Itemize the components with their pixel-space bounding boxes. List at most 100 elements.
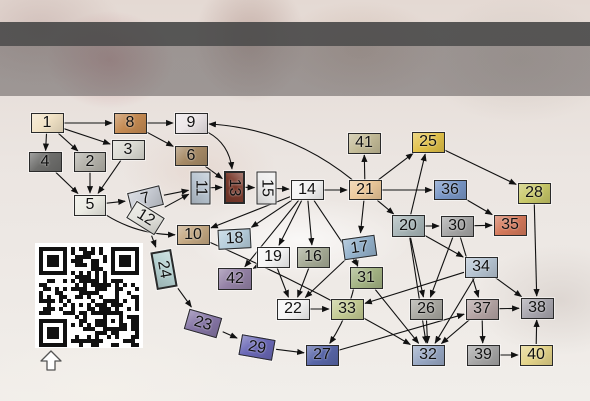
node-16[interactable]: 16 xyxy=(296,246,330,268)
edge-23-29 xyxy=(222,331,238,339)
node-20[interactable]: 20 xyxy=(391,215,425,237)
edge-12-11 xyxy=(164,193,190,208)
node-label: 19 xyxy=(264,248,282,265)
node-37[interactable]: 37 xyxy=(465,298,499,320)
node-label: 13 xyxy=(226,178,243,196)
node-2[interactable]: 2 xyxy=(74,152,106,172)
node-27[interactable]: 27 xyxy=(305,344,339,366)
node-label: 18 xyxy=(224,229,244,248)
edge-14-16 xyxy=(307,200,315,246)
node-label: 12 xyxy=(133,205,158,230)
node-21[interactable]: 21 xyxy=(348,180,382,200)
node-label: 41 xyxy=(355,134,373,151)
edge-20-26 xyxy=(409,237,425,298)
node-label: 24 xyxy=(154,258,175,280)
node-label: 9 xyxy=(186,114,196,131)
node-8[interactable]: 8 xyxy=(113,112,147,134)
edge-19-22 xyxy=(276,267,289,298)
node-label: 4 xyxy=(40,153,50,170)
edge-16-22 xyxy=(297,267,310,298)
node-11[interactable]: 11 xyxy=(190,171,210,205)
edge-40-38 xyxy=(533,319,540,345)
node-26[interactable]: 26 xyxy=(409,298,443,320)
node-label: 5 xyxy=(85,196,95,213)
edge-24-23 xyxy=(177,287,192,308)
node-41[interactable]: 41 xyxy=(347,132,381,154)
node-label: 20 xyxy=(399,217,417,234)
edge-27-37 xyxy=(338,313,465,351)
edge-26-32 xyxy=(424,319,431,344)
edge-8-6 xyxy=(146,131,174,147)
header-band xyxy=(0,22,590,96)
node-label: 14 xyxy=(298,181,316,198)
node-34[interactable]: 34 xyxy=(464,256,498,278)
edge-34-38 xyxy=(495,277,523,298)
node-30[interactable]: 30 xyxy=(440,215,474,237)
node-4[interactable]: 4 xyxy=(28,152,62,172)
node-18[interactable]: 18 xyxy=(216,228,252,250)
node-5[interactable]: 5 xyxy=(74,194,106,216)
node-38[interactable]: 38 xyxy=(520,297,554,319)
node-3[interactable]: 3 xyxy=(111,140,145,160)
edge-4-5 xyxy=(55,171,79,195)
node-label: 38 xyxy=(528,299,546,316)
node-9[interactable]: 9 xyxy=(174,112,208,134)
node-6[interactable]: 6 xyxy=(174,146,208,166)
node-label: 28 xyxy=(525,184,543,201)
edge-21-25 xyxy=(378,152,414,181)
edge-36-35 xyxy=(466,199,493,216)
node-label: 11 xyxy=(192,179,209,197)
edge-25-28 xyxy=(444,149,517,185)
up-arrow-icon[interactable] xyxy=(39,349,63,373)
node-24[interactable]: 24 xyxy=(150,248,178,290)
node-35[interactable]: 35 xyxy=(493,214,527,236)
node-label: 15 xyxy=(258,179,275,197)
node-28[interactable]: 28 xyxy=(517,182,551,204)
edge-21-17 xyxy=(358,200,365,234)
node-23[interactable]: 23 xyxy=(183,308,223,338)
edge-20-34 xyxy=(424,235,464,258)
node-label: 2 xyxy=(85,153,95,170)
node-19[interactable]: 19 xyxy=(256,246,290,268)
node-40[interactable]: 40 xyxy=(519,344,553,366)
edge-12-24 xyxy=(150,235,157,248)
node-label: 29 xyxy=(246,336,268,357)
node-label: 32 xyxy=(419,346,437,363)
node-label: 16 xyxy=(304,248,322,265)
edge-17-22 xyxy=(304,259,346,299)
node-10[interactable]: 10 xyxy=(176,225,210,245)
node-36[interactable]: 36 xyxy=(433,180,467,200)
edge-5-7 xyxy=(106,198,126,205)
node-label: 36 xyxy=(441,181,459,198)
node-label: 21 xyxy=(356,181,374,198)
node-15[interactable]: 15 xyxy=(256,171,276,205)
node-39[interactable]: 39 xyxy=(466,344,500,366)
edge-20-32 xyxy=(409,237,429,344)
node-33[interactable]: 33 xyxy=(330,298,364,320)
node-label: 30 xyxy=(448,217,466,234)
node-label: 35 xyxy=(501,216,519,233)
node-label: 3 xyxy=(123,141,133,158)
edge-34-32 xyxy=(434,277,475,344)
node-label: 8 xyxy=(125,114,135,131)
node-label: 22 xyxy=(284,300,302,317)
node-14[interactable]: 14 xyxy=(290,180,324,200)
node-13[interactable]: 13 xyxy=(223,170,245,204)
edge-14-19 xyxy=(278,200,303,246)
node-29[interactable]: 29 xyxy=(238,333,276,361)
node-label: 26 xyxy=(417,300,435,317)
edge-30-26 xyxy=(429,236,454,298)
node-17[interactable]: 17 xyxy=(341,234,377,260)
edge-14-18 xyxy=(250,199,293,228)
edge-21-41 xyxy=(361,154,368,180)
node-1[interactable]: 1 xyxy=(30,113,64,133)
node-label: 34 xyxy=(472,258,490,275)
node-31[interactable]: 31 xyxy=(349,267,383,289)
edge-15-14 xyxy=(276,185,290,192)
node-42[interactable]: 42 xyxy=(218,268,252,290)
node-25[interactable]: 25 xyxy=(411,131,445,153)
node-22[interactable]: 22 xyxy=(276,298,310,320)
edge-29-27 xyxy=(276,348,305,356)
node-32[interactable]: 32 xyxy=(411,344,445,366)
